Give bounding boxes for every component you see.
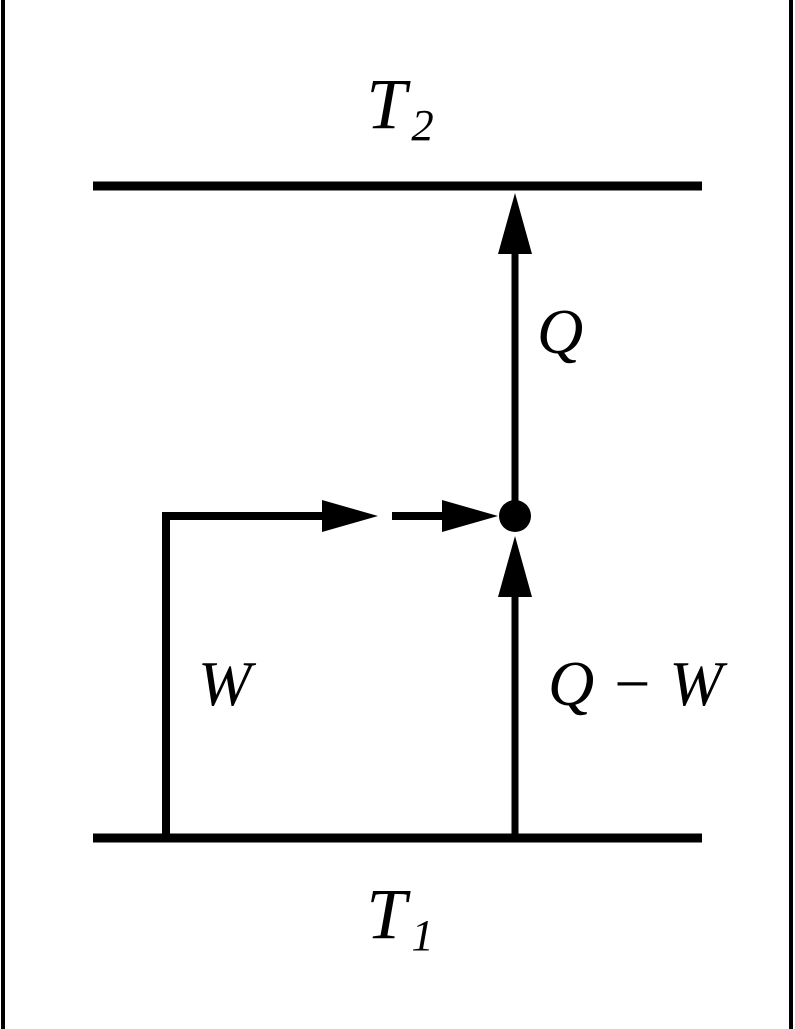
bottom-reservoir-subscript: 1	[411, 910, 434, 961]
work-arrowhead-end	[442, 500, 498, 532]
work-path	[162, 512, 326, 836]
heat-out-arrowhead	[498, 193, 532, 254]
top-reservoir-symbol: T	[366, 64, 407, 144]
heat-out-label: Q	[537, 296, 584, 367]
heat-in-label: Q − W	[548, 648, 723, 719]
system-dot	[499, 500, 531, 532]
work-arrowhead-mid	[322, 500, 378, 532]
heat-in-arrowhead	[498, 536, 532, 597]
work-label: W	[198, 648, 252, 719]
bottom-reservoir-symbol: T	[366, 874, 407, 954]
top-reservoir-subscript: 2	[411, 100, 434, 151]
